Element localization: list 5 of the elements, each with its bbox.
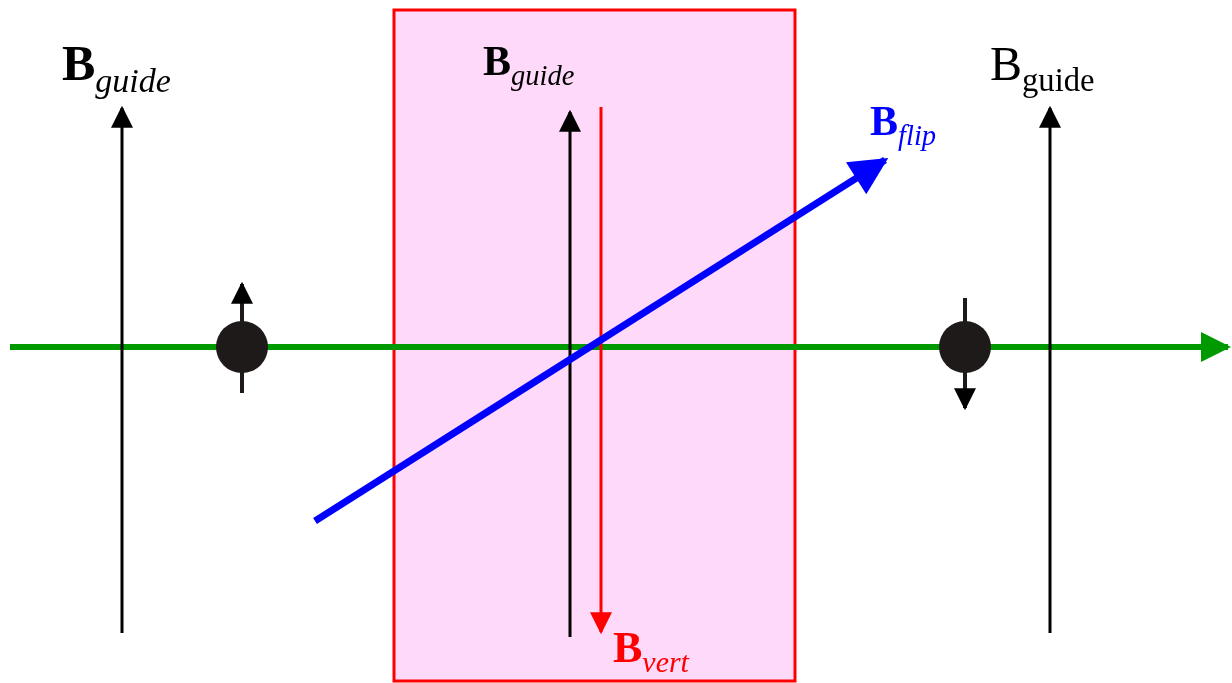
- field-label: B$_{vert}$: [613, 626, 689, 678]
- field-label: B$_{flip}$: [870, 100, 937, 151]
- field-label: B$_{guide}$: [990, 40, 1095, 98]
- field-label: B$_{guide}$: [62, 38, 171, 98]
- field-label: B$_{guide}$: [483, 40, 575, 91]
